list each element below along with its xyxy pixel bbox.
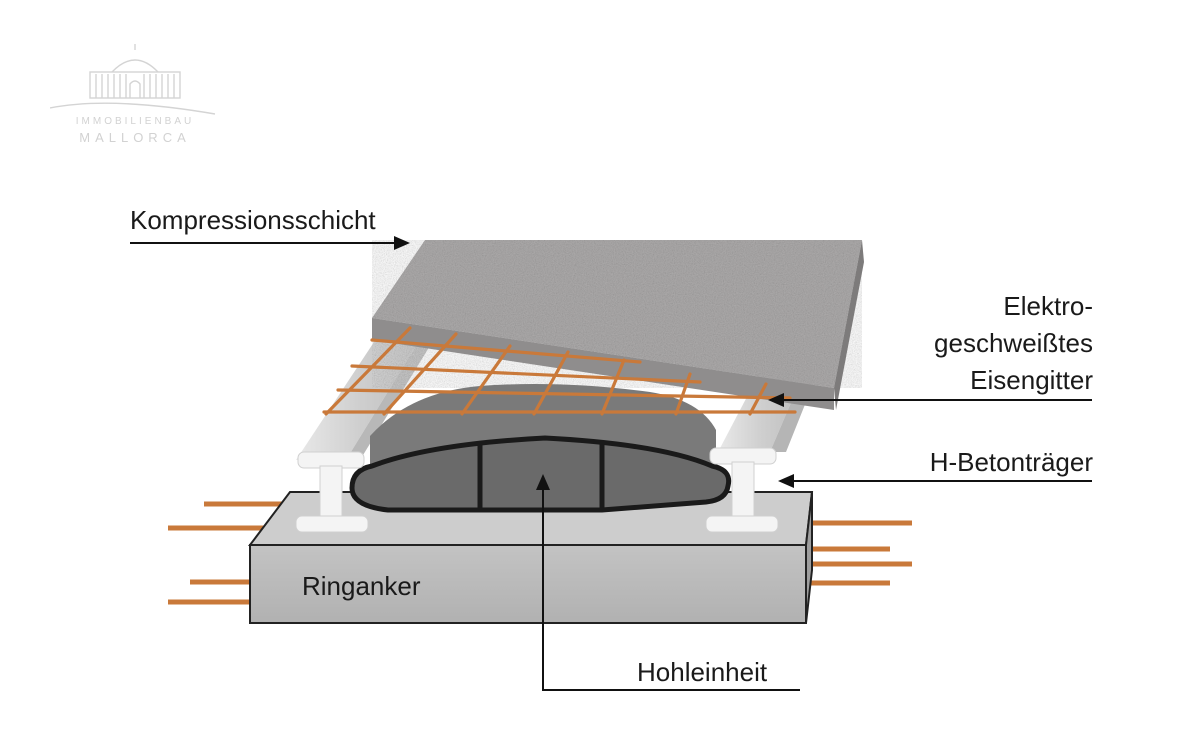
hollow-unit-block [349,384,732,513]
label-ring-beam: Ringanker [302,571,421,601]
welded-mesh [322,326,797,416]
h-beam-profile-left [295,451,369,533]
label-h-beam: H-Betonträger [929,447,1093,477]
compression-slab [372,240,864,410]
logo-line2: MALLORCA [79,130,191,145]
label-compression-layer: Kompressionsschicht [130,205,376,235]
rebar-ends-right [806,520,912,586]
label-hollow-unit: Hohleinheit [637,657,768,687]
label-mesh-line1: Elektro- [1003,291,1093,321]
rebar-ends-left [168,501,292,605]
logo-line1: IMMOBILIENBAU [75,116,195,127]
h-beam-profile-right [705,447,779,533]
label-mesh-line3: Eisengitter [970,365,1093,395]
company-logo: IMMOBILIENBAU MALLORCA [49,44,220,154]
building-logo-icon [49,44,216,115]
leader-lines [130,236,1092,691]
label-mesh-line2: geschweißtes [934,328,1093,358]
